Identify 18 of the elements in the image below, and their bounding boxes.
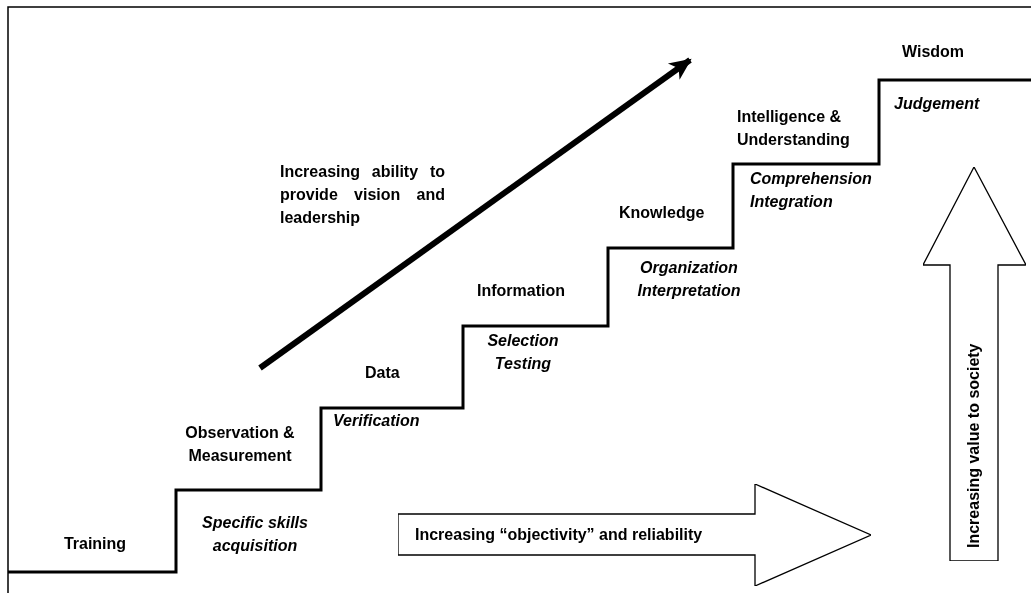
block-arrow [923, 167, 1026, 561]
activity-label: Judgement [894, 94, 980, 114]
step-label: Training [62, 534, 128, 554]
step-label: Information [477, 281, 565, 301]
arrow-label: Increasing value to society [964, 342, 983, 548]
activity-label: Selection Testing [486, 331, 560, 374]
block-arrow [398, 484, 871, 586]
step-label: Data [365, 363, 400, 383]
step-label: Observation & Measurement [184, 423, 296, 466]
annotation-text: Increasing ability to provide vision and leadership [280, 162, 445, 228]
step-label: Wisdom [902, 42, 965, 62]
activity-label: Verification [333, 411, 420, 431]
arrow-label: Increasing “objectivity” and reliability [415, 525, 703, 545]
step-label: Knowledge [619, 203, 705, 223]
activity-label: Specific skills acquisition [201, 513, 309, 556]
activity-label: Organization Interpretation [636, 258, 742, 301]
activity-label: Comprehension Integration [750, 169, 873, 212]
step-label: Intelligence & Understanding [737, 107, 851, 150]
